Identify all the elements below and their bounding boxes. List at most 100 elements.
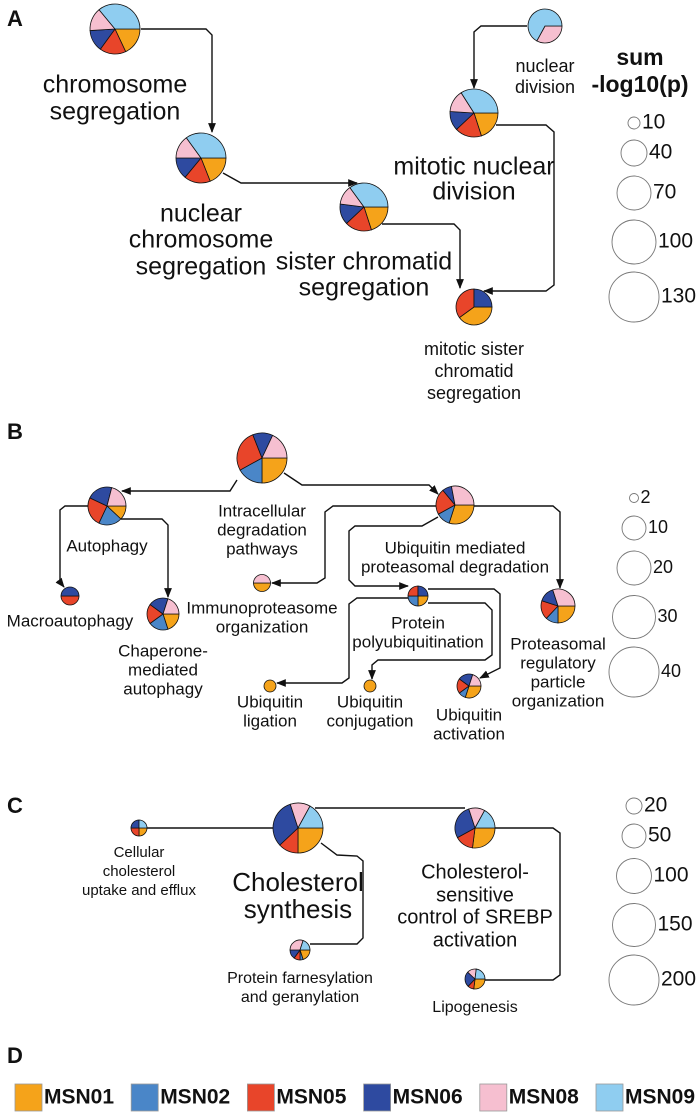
node-label: regulatory	[520, 653, 596, 672]
legend-label-msn09: MSN09	[625, 1086, 695, 1109]
slice-MSN06	[454, 808, 476, 839]
node-label: Autophagy	[66, 536, 148, 555]
node-label: division	[432, 178, 515, 206]
slice-MSN08	[261, 434, 288, 459]
node-label: mediated	[128, 660, 198, 679]
size-legend-circle	[621, 515, 647, 541]
legend-label-msn02: MSN02	[160, 1086, 230, 1109]
node-label: autophagy	[123, 679, 203, 698]
edge-polyubiq-to-ligation	[276, 597, 409, 687]
slice-MSN06	[473, 288, 493, 308]
slice-MSN05	[130, 827, 140, 837]
slice-MSN05	[407, 585, 419, 597]
node-label: chromosome	[129, 226, 274, 254]
edge-mitotic_nuc_div-to-mitotic_sister_seg	[483, 124, 555, 295]
slice-MSN06	[272, 803, 299, 846]
slice-MSN01	[138, 827, 148, 837]
slice-MSN06	[130, 819, 140, 829]
pie-node-chrom_seg	[89, 3, 141, 55]
node-label: Cholesterol-	[421, 861, 529, 883]
size-legend-circle	[627, 116, 641, 130]
edge-intra-to-autophagy	[121, 479, 238, 495]
node-label: sister chromatid	[276, 248, 452, 276]
pie-node-autophagy	[87, 486, 127, 526]
slice-MSN05	[236, 434, 263, 471]
slice-MSN01	[261, 457, 288, 484]
slice-MSN08	[468, 674, 482, 687]
size-legend-circle	[616, 858, 652, 894]
node-label: pathways	[226, 539, 298, 558]
size-legend-circle	[620, 139, 648, 167]
node-label: Intracellular	[218, 501, 306, 520]
node-label: Cellular	[114, 844, 165, 861]
node-label: Protein farnesylation	[227, 970, 373, 987]
slice-MSN01	[417, 595, 429, 607]
panel-a-letter: A	[7, 6, 23, 31]
edge-nuc_div-to-mitotic_nuc_div	[470, 25, 527, 89]
size-legend-title: -log10(p)	[591, 71, 688, 97]
slice-MSN09	[474, 968, 486, 980]
pie-node-synth	[272, 802, 324, 854]
node-label: ligation	[243, 711, 297, 730]
size-legend-label: 130	[661, 285, 696, 308]
node-label: segregation	[427, 383, 521, 403]
slice-MSN06	[60, 586, 80, 597]
node-label: conjugation	[327, 711, 414, 730]
slice-MSN08	[106, 487, 127, 507]
slice-MSN01	[263, 679, 277, 693]
size-legend-label: 200	[661, 968, 696, 991]
node-label: segregation	[299, 274, 430, 302]
node-label: Cholesterol	[232, 867, 364, 897]
node-label: sensitive	[436, 884, 514, 906]
slice-MSN01	[297, 827, 324, 854]
size-legend-circle	[608, 954, 660, 1006]
node-label: Ubiquitin	[237, 692, 303, 711]
pie-node-farnesyl	[289, 939, 311, 961]
slice-MSN08	[450, 485, 475, 506]
legend-swatch-msn05	[246, 1083, 275, 1112]
size-legend-circle	[621, 823, 647, 849]
pie-node-nuc_chrom_seg	[175, 132, 227, 184]
node-label: Ubiquitin mediated	[385, 538, 526, 557]
pie-node-nuc_div	[527, 8, 563, 44]
edge-sister_seg-to-mitotic_sister_seg	[382, 223, 464, 289]
node-label: control of SREBP	[397, 906, 553, 928]
slice-MSN01	[448, 504, 475, 525]
node-label: division	[515, 77, 575, 97]
node-label: nuclear	[160, 200, 242, 228]
slice-MSN06	[417, 585, 429, 597]
slice-MSN01	[472, 827, 496, 849]
size-legend-circle	[608, 646, 660, 698]
node-label: Protein	[391, 613, 445, 632]
legend-label-msn08: MSN08	[509, 1086, 579, 1109]
slice-MSN05	[87, 497, 108, 524]
node-label: Ubiquitin	[337, 692, 403, 711]
edge-ubmed-to-immuno	[271, 505, 436, 587]
slice-MSN01	[363, 679, 377, 693]
legend-swatch-msn01	[14, 1083, 43, 1112]
node-label: segregation	[136, 253, 267, 281]
slice-MSN09	[297, 805, 324, 829]
size-legend-label: 20	[653, 557, 673, 577]
size-legend-circle	[611, 219, 657, 265]
slice-MSN09	[185, 132, 227, 159]
size-legend-circle	[616, 550, 652, 586]
size-legend-label: 70	[653, 181, 676, 204]
pie-node-chaperone	[146, 597, 180, 631]
edge-sensitive-to-lipogenesis	[485, 827, 561, 981]
node-label: Proteasomal	[510, 634, 605, 653]
size-legend-label: 100	[654, 864, 689, 887]
pie-node-immuno	[253, 574, 271, 592]
legend-label-msn01: MSN01	[44, 1086, 114, 1109]
slice-MSN09	[98, 3, 141, 30]
slice-MSN09	[527, 8, 563, 42]
edge-autophagy-to-chaperone	[121, 518, 172, 598]
slice-MSN01	[557, 605, 576, 624]
legend-swatch-msn09	[595, 1083, 624, 1112]
size-legend-label: 10	[642, 111, 665, 134]
pie-node-conjugation	[363, 679, 377, 693]
node-label: particle	[531, 672, 586, 691]
edge-ubmed-to-polyubiq	[348, 516, 439, 590]
node-label: nuclear	[515, 56, 574, 76]
